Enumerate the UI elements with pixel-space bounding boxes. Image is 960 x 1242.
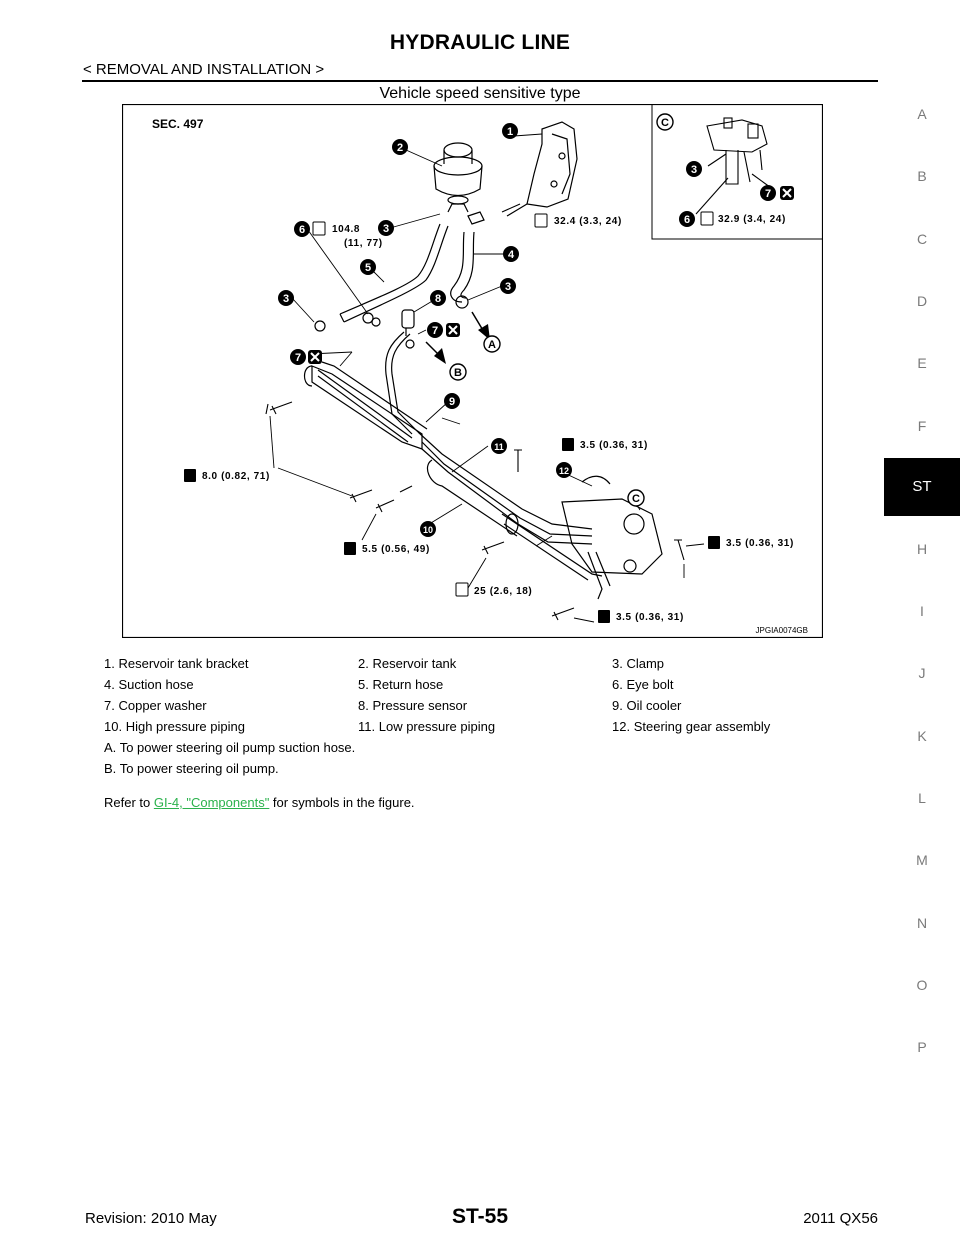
- torque-inset: 32.9 (3.4, 24): [718, 214, 786, 225]
- tab-c[interactable]: C: [916, 231, 928, 247]
- legend-item: 11. Low pressure piping: [358, 719, 496, 734]
- callout-3-left: 3: [283, 293, 289, 305]
- callout-11: 11: [494, 442, 504, 452]
- page-title: HYDRAULIC LINE: [389, 31, 571, 54]
- tab-f[interactable]: F: [917, 418, 927, 434]
- torque-low-pipe: 3.5 (0.36, 31): [580, 440, 648, 451]
- torque-bracket: 32.4 (3.3, 24): [554, 216, 622, 227]
- tab-h[interactable]: H: [916, 541, 928, 557]
- legend-item: 9. Oil cooler: [612, 698, 682, 713]
- tab-b[interactable]: B: [917, 168, 927, 184]
- tab-k[interactable]: K: [917, 728, 927, 744]
- callout-8: 8: [435, 293, 441, 305]
- callout-4: 4: [508, 249, 515, 261]
- legend-item: 6. Eye bolt: [612, 677, 674, 692]
- callout-6: 6: [299, 224, 305, 236]
- legend-item: 12. Steering gear assembly: [612, 719, 771, 734]
- return-hose: [339, 223, 449, 323]
- legend-item: 7. Copper washer: [104, 698, 207, 713]
- torque-gear-pipe: 25 (2.6, 18): [474, 586, 532, 597]
- callout-c-inset: C: [661, 117, 669, 129]
- callout-10: 10: [423, 525, 433, 535]
- torque-high-pipe: 5.5 (0.56, 49): [362, 544, 430, 555]
- torque-eye-bolt-units: (11, 77): [344, 238, 383, 249]
- callout-7-left: 7: [295, 352, 301, 364]
- high-pressure-pipe: [385, 331, 419, 435]
- reservoir-tank: [433, 142, 485, 225]
- tab-i[interactable]: I: [920, 603, 924, 619]
- callout-7-right: 7: [432, 325, 438, 337]
- tab-j[interactable]: J: [918, 665, 926, 681]
- callout-3-inset: 3: [691, 164, 697, 176]
- legend-item: 10. High pressure piping: [104, 719, 245, 734]
- tab-p[interactable]: P: [917, 1039, 927, 1055]
- components-link[interactable]: GI-4, "Components": [153, 795, 270, 810]
- hydraulic-line-diagram: SEC. 497: [122, 104, 823, 638]
- figure-subtitle: Vehicle speed sensitive type: [379, 85, 581, 102]
- breadcrumb: < REMOVAL AND INSTALLATION >: [83, 61, 325, 78]
- legend-item: 2. Reservoir tank: [358, 656, 457, 671]
- legend-item: B. To power steering oil pump.: [104, 761, 279, 776]
- reference-note: Refer to GI-4, "Components" for symbols …: [104, 795, 415, 810]
- callout-7-inset: 7: [765, 188, 771, 200]
- callout-3-top: 3: [383, 223, 389, 235]
- callout-a: A: [488, 339, 496, 351]
- callout-5: 5: [365, 262, 371, 274]
- callout-6-inset: 6: [684, 214, 690, 226]
- legend-item: A. To power steering oil pump suction ho…: [104, 740, 356, 755]
- tab-l[interactable]: L: [918, 790, 926, 806]
- tab-a[interactable]: A: [917, 106, 927, 122]
- callout-3-right: 3: [505, 281, 511, 293]
- section-label: SEC. 497: [152, 117, 204, 131]
- legend-item: 5. Return hose: [358, 677, 444, 692]
- tab-m[interactable]: M: [916, 852, 928, 868]
- legend-item: 4. Suction hose: [104, 677, 194, 692]
- tab-st[interactable]: ST: [884, 458, 960, 516]
- vehicle-model: 2011 QX56: [803, 1210, 878, 1227]
- callouts: 1 2 3 4 5 6 3 3 8 7 7 9 11 12 10 3 7 6: [278, 123, 776, 537]
- legend-item: 1. Reservoir tank bracket: [104, 656, 249, 671]
- direction-arrows: [425, 311, 490, 364]
- header-rule: [82, 80, 878, 82]
- image-code: JPGIA0074GB: [756, 626, 808, 635]
- callout-b: B: [454, 367, 462, 379]
- discard-markers: [308, 186, 794, 364]
- legend-item: 3. Clamp: [612, 656, 665, 671]
- callout-12: 12: [559, 466, 569, 476]
- letter-callouts: A B C C: [449, 113, 674, 507]
- legend-item: 8. Pressure sensor: [358, 698, 468, 713]
- bolts: [265, 203, 685, 621]
- torque-cooler: 8.0 (0.82, 71): [202, 471, 270, 482]
- tab-e[interactable]: E: [917, 355, 927, 371]
- page-number: ST-55: [451, 1205, 509, 1228]
- callout-c: C: [632, 493, 640, 505]
- torque-icons: [184, 211, 720, 623]
- callout-2: 2: [397, 142, 403, 154]
- tab-d[interactable]: D: [916, 293, 928, 309]
- callout-1: 1: [507, 126, 513, 138]
- torque-gear-lower: 3.5 (0.36, 31): [616, 612, 684, 623]
- clamp-left: [314, 312, 381, 332]
- tab-n[interactable]: N: [916, 915, 928, 931]
- revision-date: Revision: 2010 May: [85, 1210, 217, 1227]
- torque-eye-bolt: 104.8: [332, 224, 360, 235]
- suction-hose: [450, 231, 475, 309]
- torque-gear: 3.5 (0.36, 31): [726, 538, 794, 549]
- inset-pressure-sensor: [695, 117, 775, 215]
- steering-gear: [501, 475, 663, 600]
- callout-9: 9: [449, 396, 455, 408]
- tab-o[interactable]: O: [916, 977, 928, 993]
- reservoir-bracket: [506, 121, 578, 217]
- pressure-sensor: [401, 309, 415, 349]
